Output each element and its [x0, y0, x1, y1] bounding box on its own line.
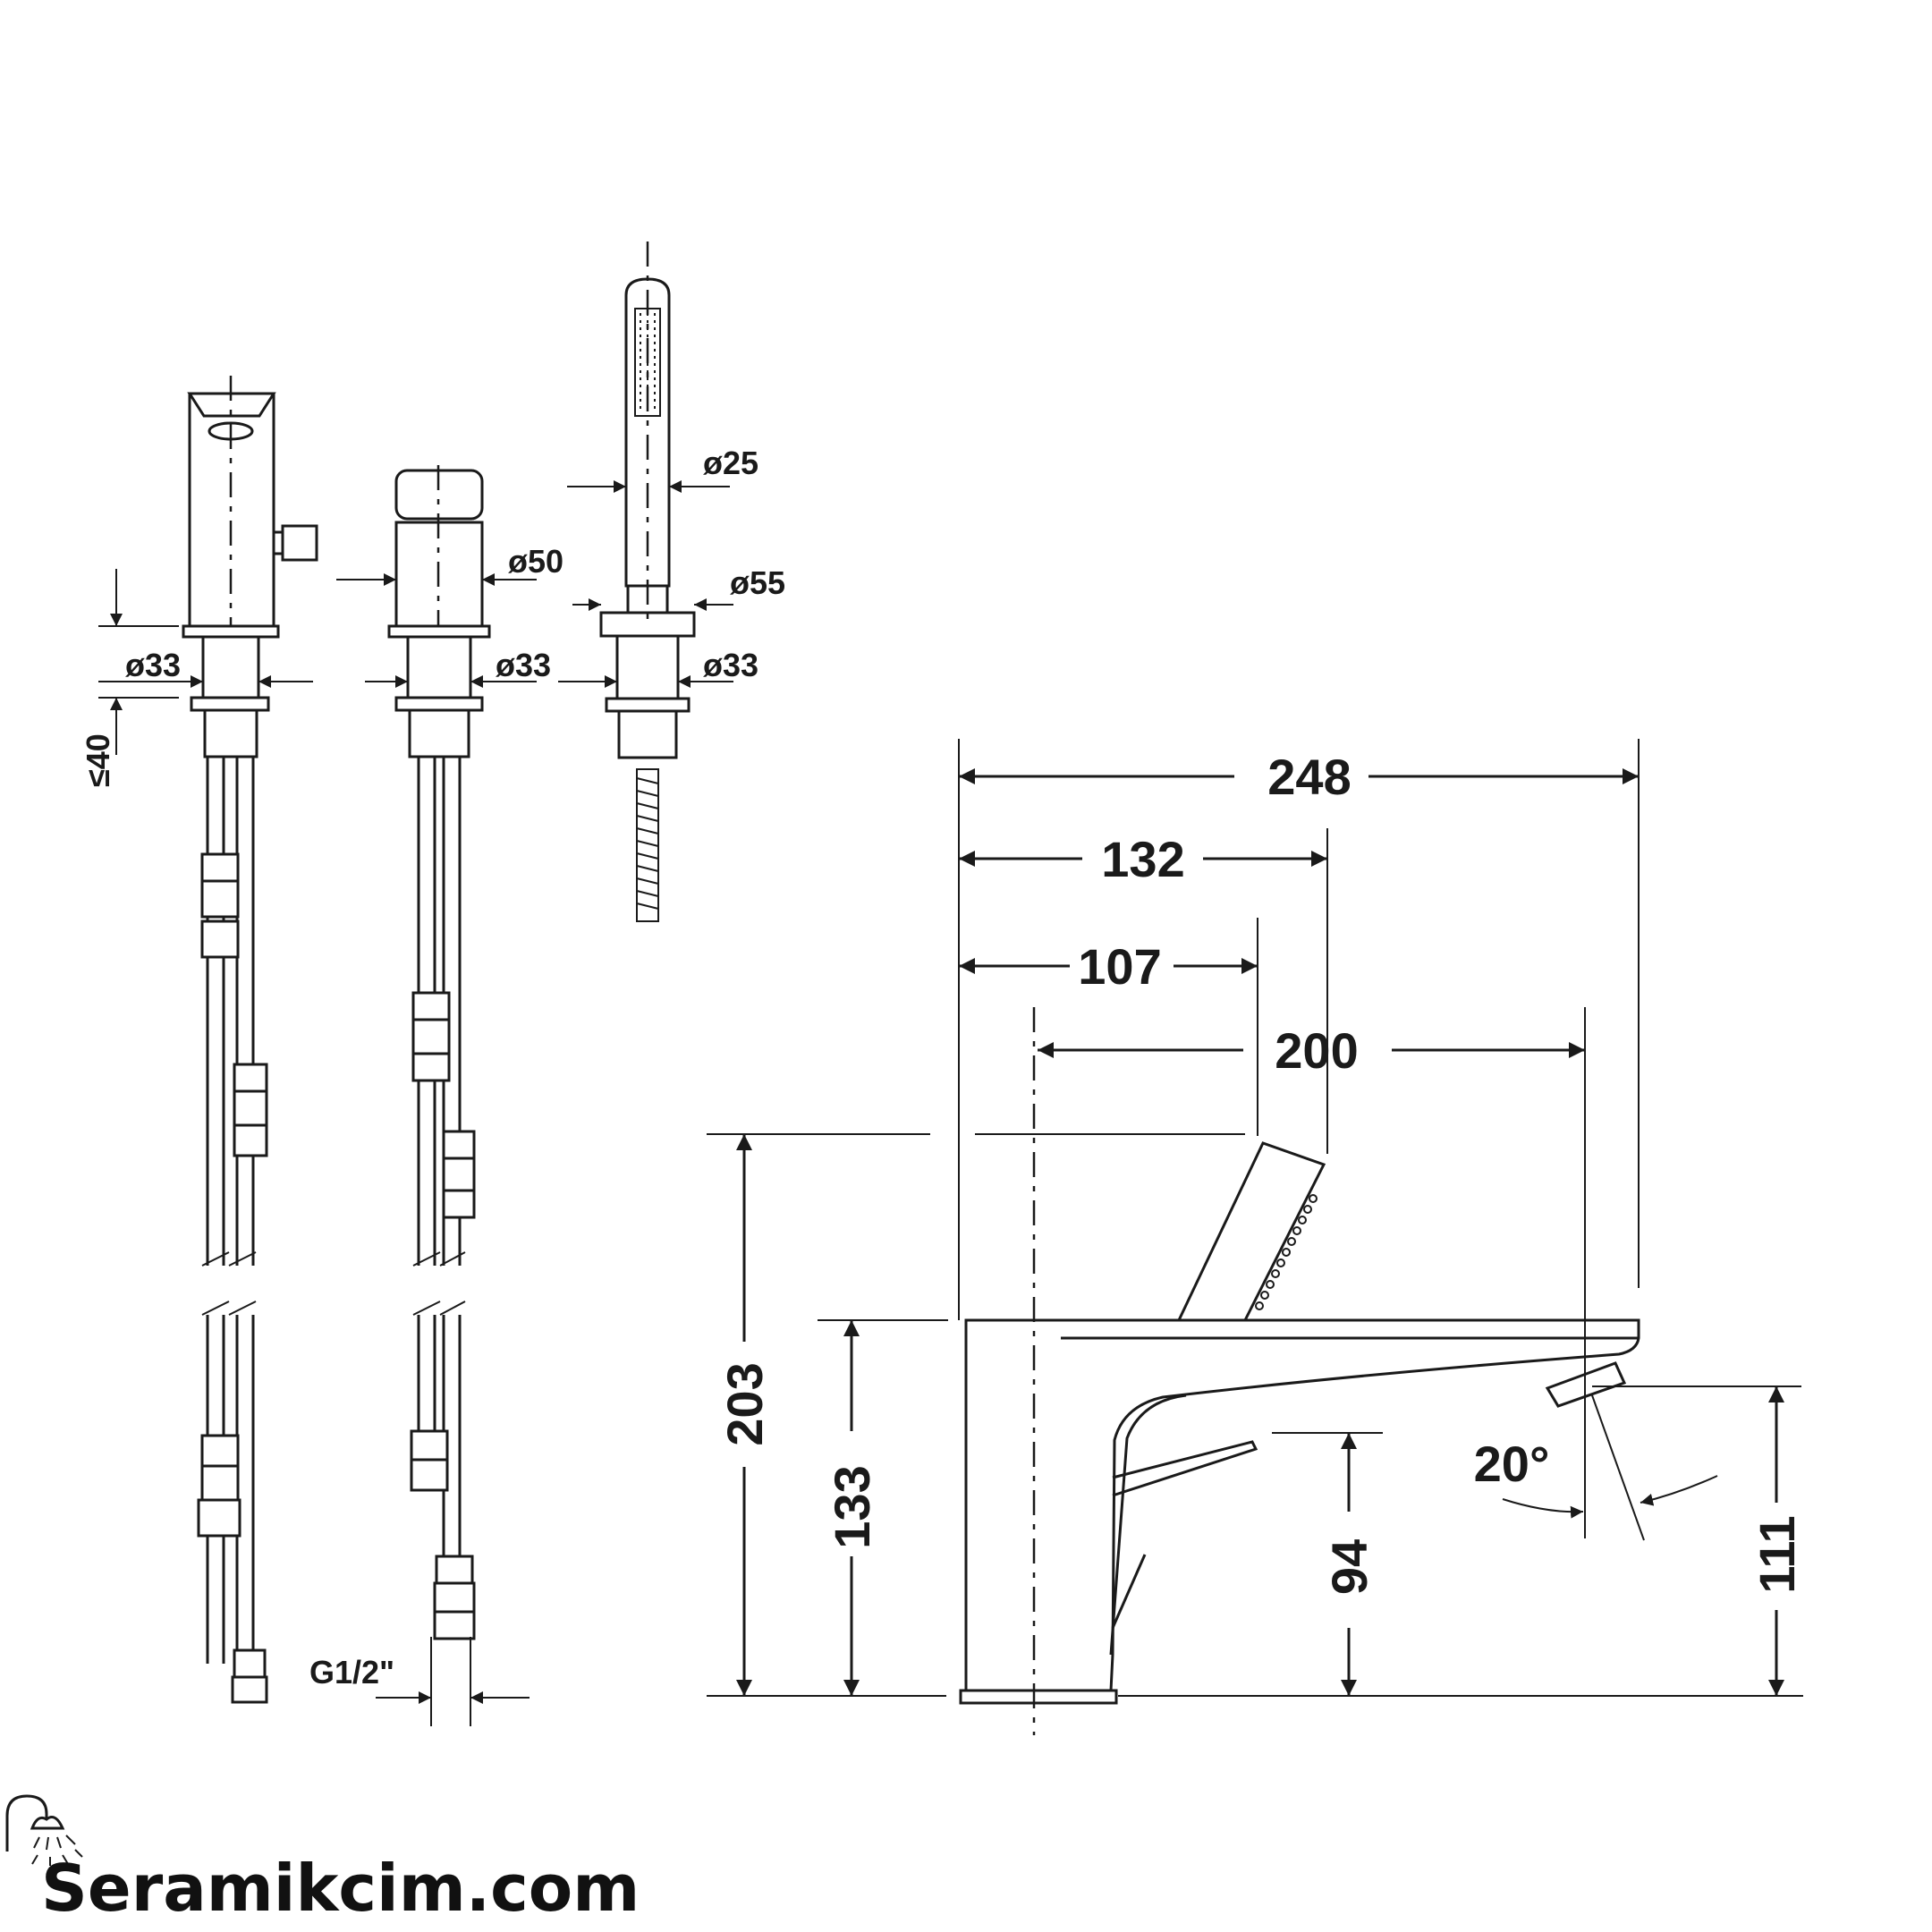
dim-handle-axis-length: 132	[1101, 831, 1184, 887]
dim-spout-reach: 200	[1275, 1022, 1358, 1079]
dim-body-height: 133	[824, 1465, 880, 1548]
dim-overall-height: 203	[716, 1362, 773, 1445]
spout-side-view	[959, 1007, 1640, 1735]
dim-spout-underside-height: 94	[1321, 1539, 1377, 1595]
dim-diverter-knob-diameter: ø50	[508, 543, 564, 580]
dim-overall-length: 248	[1267, 749, 1351, 805]
dim-faucet-base-diameter: ø33	[125, 647, 181, 683]
spout-dimensions: 248 132 107 200 203 133 94	[707, 739, 1805, 1697]
component-dimensions: ≤40 ø33 ø50 ø33 ø25 ø55 ø33 G1/2"	[80, 445, 785, 1704]
hand-shower-component	[599, 242, 696, 922]
dim-handshower-diameter: ø25	[703, 445, 758, 481]
dim-connection-thread: G1/2"	[309, 1654, 394, 1690]
brand-logo: Seramikcim.com	[5, 1794, 640, 1926]
dim-shower-base-diameter: ø33	[703, 647, 758, 683]
dim-outlet-height: 111	[1749, 1515, 1805, 1593]
dim-shower-rosette-diameter: ø55	[730, 564, 785, 601]
diverter-component	[387, 465, 491, 1726]
dim-max-deck-thickness: ≤40	[80, 733, 116, 787]
faucet-component	[182, 376, 318, 1704]
dim-spout-angle: 20°	[1474, 1436, 1550, 1492]
dim-handle-position: 107	[1078, 938, 1161, 995]
dim-diverter-base-diameter: ø33	[496, 647, 551, 683]
shower-head-icon	[5, 1794, 83, 1866]
brand-text: Seramikcim.com	[41, 1851, 640, 1926]
